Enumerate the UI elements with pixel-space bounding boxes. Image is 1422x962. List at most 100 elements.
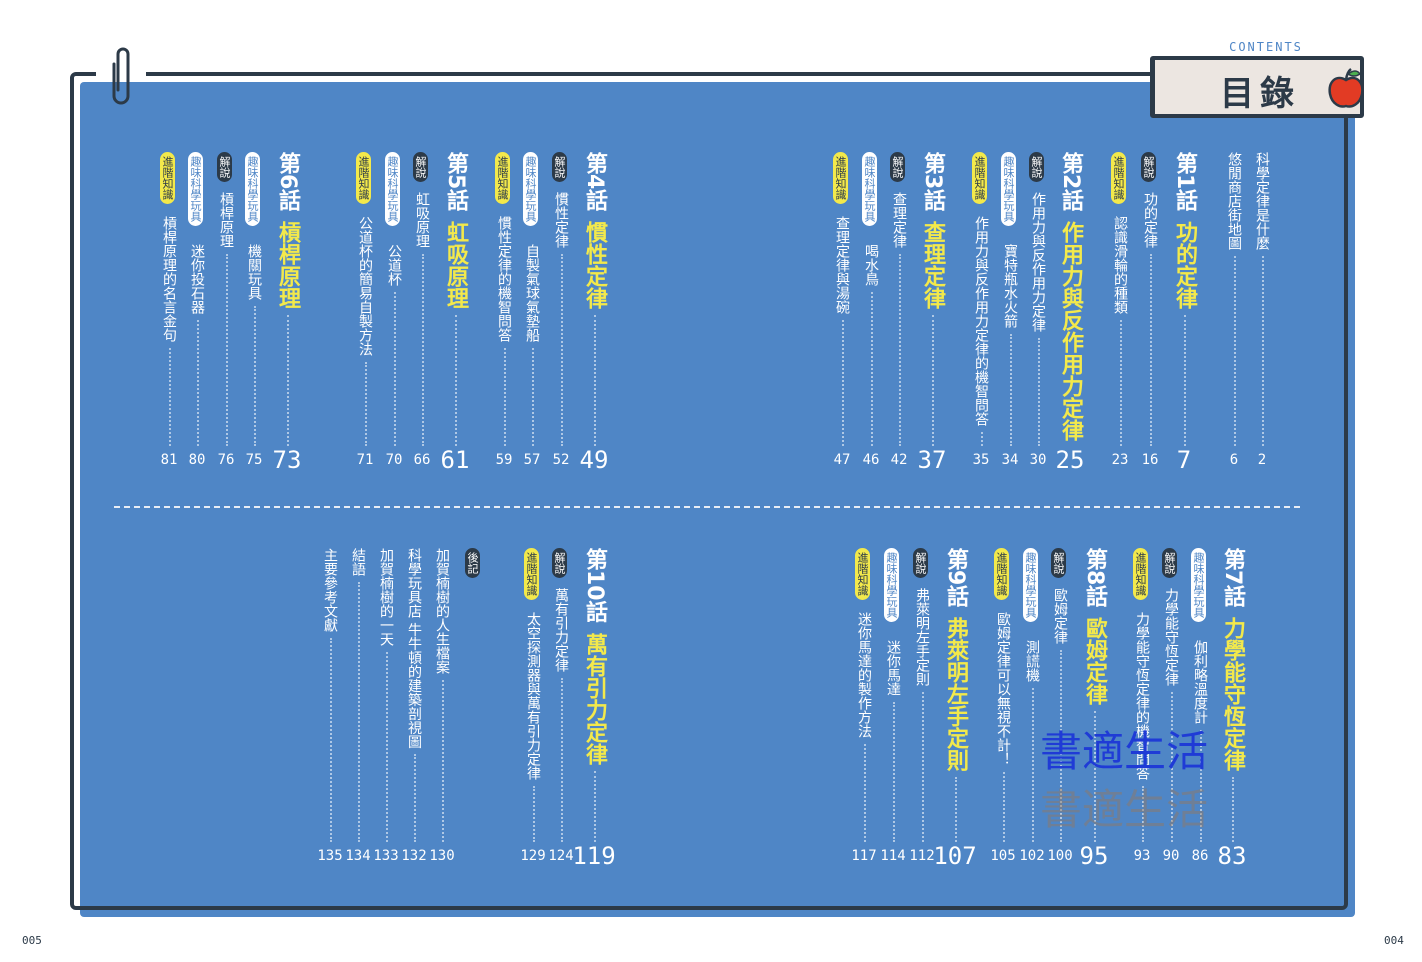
tag-advanced: 進階知識: [356, 152, 371, 204]
chapter-page: 61: [440, 446, 470, 474]
toc-item-text: 萬有引力定律: [553, 588, 569, 672]
tag-advanced: 進階知識: [833, 152, 848, 204]
chapter-page: 37: [917, 446, 947, 474]
page-number: 112: [909, 848, 935, 864]
paperclip-icon: [112, 47, 130, 105]
toc-item-text: 太空探測器與萬有引力定律: [525, 612, 541, 780]
chapter-title: 功的定律: [1172, 221, 1197, 310]
tag-advanced: 進階知識: [972, 152, 987, 204]
dot-leader: [442, 680, 444, 842]
page-number: 23: [1111, 452, 1129, 468]
dot-leader: [864, 744, 866, 842]
page-number: 46: [862, 452, 880, 468]
tag-jieshuo: 解說: [1141, 152, 1156, 182]
toc-item-text: 公道杯: [386, 244, 402, 286]
chapter-page: 25: [1055, 446, 1085, 474]
dot-leader: [533, 786, 535, 842]
page-number: 76: [217, 452, 235, 468]
dot-leader: [871, 292, 873, 446]
dot-leader: [330, 638, 332, 842]
dot-leader: [1232, 777, 1234, 842]
toc-item-text: 公道杯的簡易自製方法: [357, 216, 373, 356]
tag-jieshuo: 解說: [552, 152, 567, 182]
dot-leader: [1038, 338, 1040, 446]
chapter-title: 槓桿原理: [275, 221, 300, 310]
watermark: 書適生活: [1040, 727, 1209, 776]
episode-number: 第9話: [943, 548, 968, 608]
page-number: 47: [833, 452, 851, 468]
dot-leader: [169, 348, 171, 446]
toc-item-text: 慣性定律: [553, 192, 569, 248]
watermark-shadow: 書適生活: [1040, 785, 1209, 834]
toc-item-text: 認識滑輪的種類: [1112, 216, 1128, 314]
page-number: 57: [523, 452, 541, 468]
page-title: 目錄: [1220, 74, 1300, 114]
page-number: 130: [429, 848, 455, 864]
frame-gap: [96, 64, 146, 78]
tag-advanced: 進階知識: [855, 548, 870, 600]
tag-advanced: 進階知識: [1111, 152, 1126, 204]
toc-item-text: 寶特瓶水火箭: [1002, 244, 1018, 328]
page-number: 70: [385, 452, 403, 468]
page-number: 6: [1229, 452, 1239, 468]
dot-leader: [1171, 692, 1173, 842]
dot-leader: [226, 254, 228, 446]
toc-item-text: 作用力與反作用力定律的機智問答: [973, 216, 989, 426]
page-number: 134: [345, 848, 371, 864]
dot-leader: [455, 315, 457, 446]
chapter-title: 歐姆定律: [1082, 617, 1107, 706]
toc-item-text: 主要參考文獻: [322, 548, 338, 632]
page-number: 42: [890, 452, 908, 468]
toc-item-text: 弗萊明左手定則: [914, 588, 930, 686]
dot-leader: [1262, 256, 1264, 446]
tag-jieshuo: 解說: [913, 548, 928, 578]
dot-leader: [594, 315, 596, 446]
toc-item-text: 迷你馬達: [885, 640, 901, 696]
dot-leader: [254, 306, 256, 446]
toc-item-text: 科學玩具店 牛牛頓的建築剖視圖: [406, 548, 422, 749]
dot-leader: [394, 292, 396, 446]
page-number: 133: [373, 848, 399, 864]
page-number: 117: [851, 848, 877, 864]
dot-leader: [1142, 786, 1144, 842]
toc-item-text: 加賀楠樹的一天: [378, 548, 394, 646]
page-number: 100: [1047, 848, 1073, 864]
episode-number: 第1話: [1172, 152, 1197, 212]
tag-fun_toy: 趣味科學玩具: [1023, 548, 1038, 622]
toc-item-text: 科學定律是什麼: [1254, 152, 1270, 250]
dot-leader: [893, 702, 895, 842]
page-number: 135: [317, 848, 343, 864]
page-number: 105: [990, 848, 1016, 864]
chapter-page: 83: [1217, 842, 1247, 870]
toc-item-text: 悠閒商店街地圖: [1226, 152, 1242, 250]
tag-fun_toy: 趣味科學玩具: [862, 152, 877, 226]
tag-advanced: 進階知識: [994, 548, 1009, 600]
chapter-title: 弗萊明左手定則: [943, 617, 968, 772]
page-number: 59: [495, 452, 513, 468]
dot-leader: [1150, 254, 1152, 446]
chapter-title: 查理定律: [920, 221, 945, 310]
toc-item-text: 歐姆定律: [1052, 588, 1068, 644]
page-number: 129: [520, 848, 546, 864]
toc-item-text: 自製氣球氣墊船: [524, 244, 540, 342]
toc-item-text: 喝水鳥: [863, 244, 879, 286]
apple-icon: [1328, 68, 1364, 108]
tag-jieshuo: 解說: [890, 152, 905, 182]
dot-leader: [1094, 711, 1096, 842]
dot-leader: [422, 254, 424, 446]
page-number: 34: [1001, 452, 1019, 468]
tag-advanced: 進階知識: [495, 152, 510, 204]
tag-fun_toy: 趣味科學玩具: [188, 152, 203, 226]
chapter-page: 73: [272, 446, 302, 474]
toc-frame: [70, 72, 1348, 910]
tag-fun_toy: 趣味科學玩具: [1191, 548, 1206, 622]
title-box: [1150, 56, 1364, 118]
chapter-page: 49: [579, 446, 609, 474]
toc-item-text: 歐姆定律可以無視不計！: [995, 612, 1011, 766]
episode-number: 第4話: [582, 152, 607, 212]
tag-fun_toy: 趣味科學玩具: [523, 152, 538, 226]
page-number: 102: [1019, 848, 1045, 864]
page-number: 52: [552, 452, 570, 468]
page-number: 35: [972, 452, 990, 468]
chapter-title: 萬有引力定律: [582, 632, 607, 765]
